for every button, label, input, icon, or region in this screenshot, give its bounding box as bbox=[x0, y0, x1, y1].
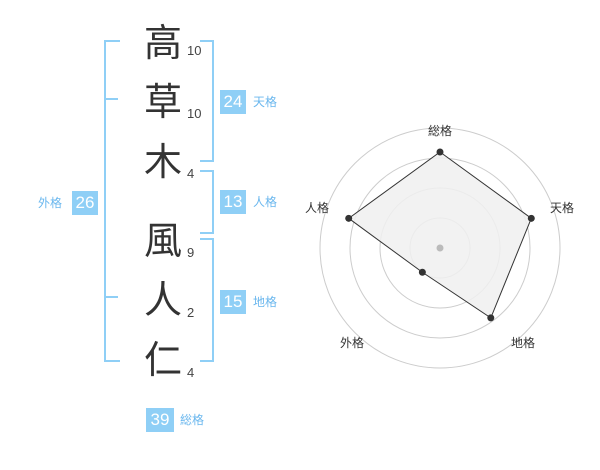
gaikaku-bracket bbox=[104, 40, 120, 362]
soukaku-label: 総格 bbox=[180, 413, 205, 427]
jinkaku-label: 人格 bbox=[253, 195, 278, 209]
radar-center bbox=[436, 244, 444, 252]
gaikaku-tick-1 bbox=[106, 98, 118, 100]
stroke-count-5: 2 bbox=[187, 305, 195, 320]
gaikaku-tick-2 bbox=[106, 296, 118, 298]
gaikaku-badge: 26 bbox=[72, 191, 98, 215]
radar-shape bbox=[347, 151, 532, 319]
kanji-1: 高 bbox=[143, 21, 182, 65]
soukaku-badge: 39 bbox=[146, 408, 174, 432]
stroke-count-1: 10 bbox=[187, 43, 202, 58]
tenkaku-bracket bbox=[200, 40, 214, 162]
jinkaku-badge: 13 bbox=[220, 190, 246, 214]
radar-point-3 bbox=[487, 314, 495, 322]
stroke-count-3: 4 bbox=[187, 166, 195, 181]
stroke-count-2: 10 bbox=[187, 106, 202, 121]
jinkaku-bracket bbox=[200, 170, 214, 234]
radar-label-tenkaku: 天格 bbox=[550, 201, 575, 215]
radar-label-jinkaku: 人格 bbox=[305, 201, 330, 215]
radar-point-2 bbox=[527, 214, 535, 222]
chikaku-label: 地格 bbox=[253, 295, 278, 309]
chikaku-badge: 15 bbox=[220, 290, 246, 314]
tenkaku-label: 天格 bbox=[253, 95, 278, 109]
radar-label-gaikaku: 外格 bbox=[340, 336, 365, 350]
radar-ring-4 bbox=[319, 127, 561, 369]
kanji-4: 風 bbox=[143, 219, 182, 263]
radar-label-soukaku: 総格 bbox=[428, 124, 453, 138]
radar-label-chikaku: 地格 bbox=[511, 336, 536, 350]
radar-point-1 bbox=[436, 148, 444, 156]
radar-chart bbox=[319, 127, 561, 369]
radar-points bbox=[345, 148, 535, 322]
stroke-count-4: 9 bbox=[187, 245, 195, 260]
radar-point-4 bbox=[418, 268, 426, 276]
radar-point-5 bbox=[345, 214, 353, 222]
kanji-2: 草 bbox=[143, 80, 182, 124]
kanji-3: 木 bbox=[143, 140, 182, 184]
kanji-5: 人 bbox=[143, 278, 182, 322]
kanji-6: 仁 bbox=[143, 338, 182, 382]
gaikaku-label: 外格 bbox=[38, 196, 63, 210]
tenkaku-badge: 24 bbox=[220, 90, 246, 114]
chikaku-bracket bbox=[200, 238, 214, 362]
stroke-count-6: 4 bbox=[187, 365, 195, 380]
